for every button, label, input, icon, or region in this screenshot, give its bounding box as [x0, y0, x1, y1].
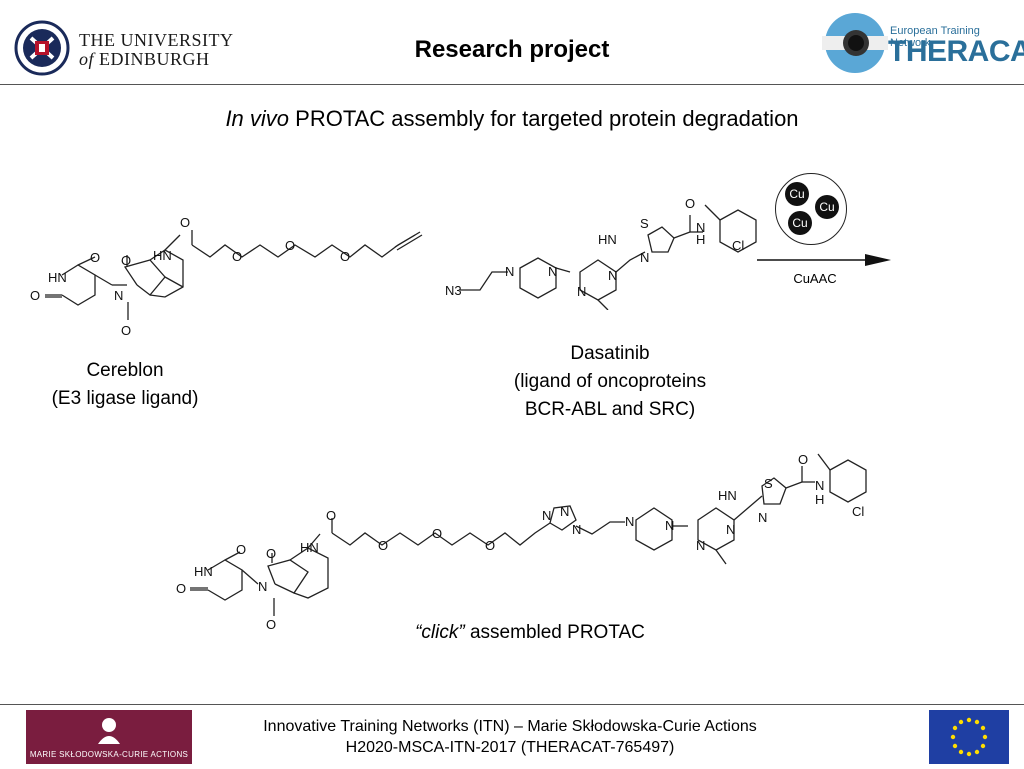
atom-hn: HN — [194, 564, 213, 579]
atom-o: O — [266, 546, 276, 561]
atom-o: O — [378, 538, 388, 553]
atom-o: O — [232, 249, 242, 264]
atom-n: N — [665, 518, 674, 533]
copper-atom: Cu — [815, 195, 839, 219]
atom-o: O — [685, 196, 695, 211]
atom-hn: HN — [718, 488, 737, 503]
atom-o: O — [340, 249, 350, 264]
footer-line1: Innovative Training Networks (ITN) – Mar… — [263, 718, 757, 735]
copper-atom: Cu — [785, 182, 809, 206]
dasatinib-caption: Dasatinib (ligand of oncoproteins BCR-AB… — [480, 340, 740, 424]
atom-n: N — [726, 522, 735, 537]
page-title: Research project — [414, 36, 610, 63]
reaction-arrow-icon — [757, 254, 891, 266]
dasatinib-caption-line1: Dasatinib — [570, 343, 650, 364]
atom-o: O — [121, 323, 131, 338]
university-name-line1: THE UNIVERSITY — [79, 30, 234, 50]
atom-n: N — [572, 522, 581, 537]
header-divider — [0, 84, 1024, 85]
university-edinburgh: EDINBURGH — [99, 49, 210, 69]
atom-o: O — [236, 542, 246, 557]
copper-atom: Cu — [788, 211, 812, 235]
footer-line2: H2020-MSCA-ITN-2017 (THERACAT-765497) — [345, 739, 675, 756]
eu-stars-icon — [950, 717, 988, 757]
atom-hn: HN — [300, 540, 319, 555]
atom-o: O — [485, 538, 495, 553]
atom-cl: Cl — [852, 504, 864, 519]
atom-n: N — [640, 250, 649, 265]
theracat-name-a: THERA — [888, 35, 989, 68]
atom-o: O — [798, 452, 808, 467]
protac-caption: “click” assembled PROTAC — [350, 619, 710, 647]
atom-n: N — [696, 220, 705, 235]
atom-s: S — [764, 476, 773, 491]
atom-n: N — [577, 284, 586, 299]
atom-s: S — [640, 216, 649, 231]
atom-o: O — [266, 617, 276, 632]
atom-n: N — [560, 504, 569, 519]
atom-hn: HN — [598, 232, 617, 247]
dasatinib-caption-line2: (ligand of oncoproteins — [513, 371, 707, 392]
atom-o: O — [432, 526, 442, 541]
atom-n3: N3 — [445, 283, 462, 298]
protac-caption-italic: “click” — [415, 622, 465, 643]
protac-caption-rest: assembled PROTAC — [464, 622, 645, 643]
atom-hn: HN — [48, 270, 67, 285]
atom-h: H — [815, 492, 824, 507]
theracat-logo: European Training Network THERACAT — [822, 10, 1024, 80]
dasatinib-caption-line3: BCR-ABL and SRC) — [524, 399, 696, 420]
university-name-line2: of EDINBURGH — [79, 49, 210, 70]
atom-n: N — [542, 508, 551, 523]
copper-catalyst-circle: Cu Cu Cu — [775, 173, 847, 245]
cereblon-caption-line2: (E3 ligase ligand) — [51, 388, 199, 409]
atom-o: O — [176, 581, 186, 596]
reaction-label: CuAAC — [793, 271, 837, 286]
theracat-name-b: CAT — [988, 35, 1024, 68]
atom-h: H — [696, 232, 705, 247]
cereblon-caption: Cereblon (E3 ligase ligand) — [30, 357, 220, 413]
footer-divider — [0, 704, 1024, 705]
theracat-name: THERACAT — [888, 35, 1024, 69]
msca-logo-text: MARIE SKŁODOWSKA-CURIE ACTIONS — [29, 750, 189, 759]
subtitle-italic: In vivo — [225, 106, 290, 131]
marie-curie-portrait-icon — [98, 718, 120, 744]
protac-product-structure: HN O O O N O HN O O O O N N N N N N N HN… — [176, 452, 867, 632]
atom-hn: HN — [153, 248, 172, 263]
atom-n: N — [625, 514, 634, 529]
atom-o: O — [121, 253, 131, 268]
university-of-edinburgh-logo: THE UNIVERSITY of EDINBURGH — [14, 20, 244, 78]
atom-n: N — [114, 288, 123, 303]
cereblon-ligand-structure: HN O O O N O HN O O O O — [30, 215, 423, 338]
theracat-globe-icon — [822, 13, 888, 73]
subtitle-rest: PROTAC assembly for targeted protein deg… — [289, 106, 799, 131]
atom-o: O — [90, 250, 100, 265]
atom-n: N — [548, 264, 557, 279]
atom-cl: Cl — [732, 238, 744, 253]
atom-o: O — [285, 238, 295, 253]
edinburgh-crest-icon — [14, 20, 70, 76]
theracat-tagline: European Training Network — [890, 25, 980, 49]
msca-logo: MARIE SKŁODOWSKA-CURIE ACTIONS — [26, 710, 192, 764]
cereblon-caption-line1: Cereblon — [86, 360, 164, 381]
atom-n: N — [758, 510, 767, 525]
atom-o: O — [30, 288, 40, 303]
atom-n: N — [608, 268, 617, 283]
atom-n: N — [815, 478, 824, 493]
footer-text: Innovative Training Networks (ITN) – Mar… — [200, 716, 820, 758]
slide-subtitle: In vivo PROTAC assembly for targeted pro… — [0, 106, 1024, 132]
atom-n: N — [505, 264, 514, 279]
university-of: of — [79, 49, 95, 69]
eu-flag-icon — [929, 710, 1009, 764]
atom-o: O — [180, 215, 190, 230]
atom-o: O — [326, 508, 336, 523]
dasatinib-ligand-structure: N3 N N N N HN S N O N H Cl — [445, 196, 757, 310]
atom-n: N — [696, 538, 705, 553]
atom-n: N — [258, 579, 267, 594]
